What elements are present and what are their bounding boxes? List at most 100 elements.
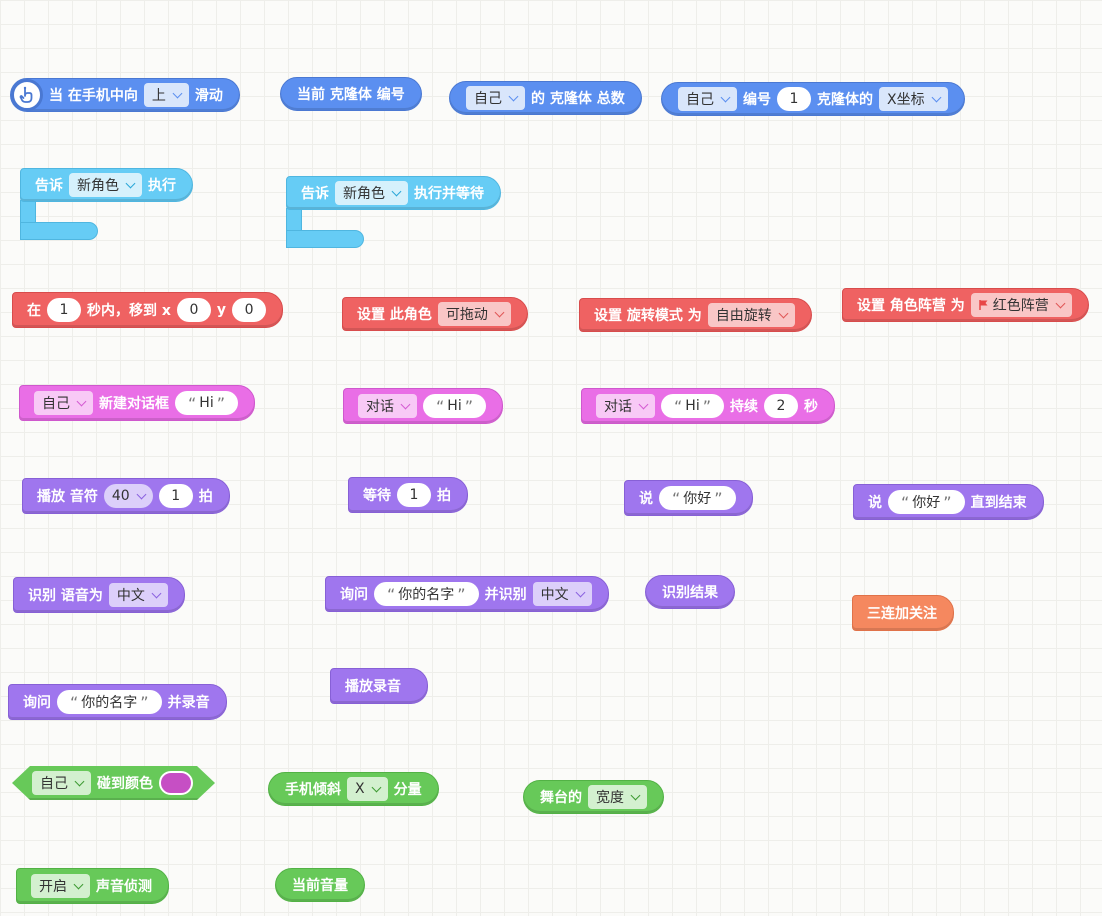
recognition-result-reporter-block[interactable]: 识别结果 [645,575,735,609]
create-dialog-block[interactable]: 自己 新建对话框 “Hi” [19,385,256,421]
sprite-dropdown[interactable]: 自己 [34,391,93,415]
seconds-input[interactable]: 1 [47,298,81,322]
play-recording-block[interactable]: 播放录音 [330,668,428,704]
quote-mark: “ [901,492,910,512]
block-label: 设置 角色阵营 为 [857,298,965,314]
x-input[interactable]: 0 [176,298,211,322]
quote-mark: “ [672,488,681,508]
dropdown-value: 自己 [686,92,714,108]
sprite-dropdown[interactable]: 新角色 [69,173,142,197]
chevron-down-icon [575,587,586,598]
block-label: 直到结束 [970,495,1027,511]
tell-execute-header[interactable]: 告诉 新角色 执行 [20,168,193,202]
sprite-dropdown[interactable]: 自己 [466,86,525,110]
touch-hand-icon [11,79,43,111]
clone-count-reporter-block[interactable]: 自己 的 克隆体 总数 [449,81,642,115]
sprite-dropdown[interactable]: 自己 [32,771,91,795]
quote-mark: “ [436,396,445,416]
seconds-input[interactable]: 2 [764,394,799,418]
block-label: 设置 此角色 [357,307,432,323]
dropdown-value: 上 [151,88,166,104]
toggle-dropdown[interactable]: 开启 [31,874,90,898]
dropdown-value: 新角色 [343,186,385,202]
say-block[interactable]: 说 “你好” [624,480,753,516]
block-label: 并识别 [484,587,527,603]
block-label: 编号 [743,92,771,108]
follow-extension-block[interactable]: 三连加关注 [852,595,954,631]
block-label: 分量 [393,782,422,798]
block-label: 新建对话框 [99,396,169,412]
direction-dropdown[interactable]: 上 [143,83,189,107]
rotation-dropdown[interactable]: 自由旋转 [707,303,795,327]
quote-mark: ” [943,492,952,512]
block-label: 设置 旋转模式 为 [594,308,702,324]
text-value: Hi [447,398,462,414]
color-swatch[interactable] [159,771,193,795]
sprite-dropdown[interactable]: 新角色 [335,181,408,205]
tell-execute-wait-header[interactable]: 告诉 新角色 执行并等待 [286,176,501,210]
clone-property-reporter-block[interactable]: 自己 编号 1 克隆体的 X坐标 [661,82,965,116]
chevron-down-icon [720,92,731,103]
ask-and-recognize-block[interactable]: 询问 “你的名字” 并识别 中文 [325,576,609,612]
clone-id-reporter-block[interactable]: 当前 克隆体 编号 [280,77,422,111]
text-input[interactable]: “Hi” [423,394,487,418]
tell-execute-wait-c-block[interactable]: 告诉 新角色 执行并等待 [286,176,506,250]
quote-mark: ” [140,692,149,712]
text-input[interactable]: “Hi” [661,394,725,418]
sound-detection-block[interactable]: 开启 声音侦测 [16,868,169,904]
chevron-down-icon [400,399,411,410]
block-label: 声音侦测 [96,879,152,895]
block-label: 告诉 [301,186,329,202]
touching-color-boolean-block[interactable]: 自己 碰到颜色 [12,766,215,800]
beats-input[interactable]: 1 [158,484,193,508]
chevron-down-icon [371,782,382,793]
team-dropdown[interactable]: 红色阵营 [970,293,1072,317]
dropdown-value: 自己 [42,396,70,412]
set-team-block[interactable]: 设置 角色阵营 为 红色阵营 [842,288,1089,322]
wait-beats-block[interactable]: 等待 1 拍 [348,477,468,513]
text-input[interactable]: “你的名字” [57,690,162,714]
play-note-block[interactable]: 播放 音符 40 1 拍 [22,478,230,514]
beats-input[interactable]: 1 [397,483,431,507]
phone-tilt-reporter-block[interactable]: 手机倾斜 X 分量 [268,772,439,806]
dropdown-value: 可拖动 [445,307,488,323]
set-rotation-style-block[interactable]: 设置 旋转模式 为 自由旋转 [579,298,812,332]
stage-property-reporter-block[interactable]: 舞台的 宽度 [523,780,664,814]
axis-dropdown[interactable]: X [347,777,388,801]
text-input[interactable]: “你的名字” [374,582,479,606]
recognize-speech-block[interactable]: 识别 语音为 中文 [13,577,185,613]
dialog-dropdown[interactable]: 对话 [596,394,655,418]
current-volume-reporter-block[interactable]: 当前音量 [275,868,365,902]
block-label: 说 [639,491,653,507]
draggable-dropdown[interactable]: 可拖动 [437,302,511,326]
ask-and-record-block[interactable]: 询问 “你的名字” 并录音 [8,684,227,720]
text-input[interactable]: “你好” [888,490,965,514]
clone-id-input[interactable]: 1 [777,87,811,111]
text-input[interactable]: “你好” [659,486,736,510]
glide-to-xy-block[interactable]: 在 1 秒内，移到 x 0 y 0 [12,292,284,328]
chevron-down-icon [494,307,505,318]
when-swipe-hat-block[interactable]: 当 在手机中向 上 滑动 [10,78,240,112]
dialog-text-block[interactable]: 对话 “Hi” [343,388,504,424]
dropdown-value: 对话 [366,399,394,415]
chevron-down-icon [638,399,649,410]
dropdown-value: 中文 [540,587,569,603]
block-label: 当 在手机中向 [49,88,138,104]
y-input[interactable]: 0 [232,298,267,322]
text-input[interactable]: “Hi” [175,391,239,415]
quote-mark: ” [714,488,723,508]
language-dropdown[interactable]: 中文 [532,582,592,606]
dialog-dropdown[interactable]: 对话 [358,394,417,418]
stage-property-dropdown[interactable]: 宽度 [588,785,647,809]
dropdown-value: 自己 [474,91,502,107]
property-dropdown[interactable]: X坐标 [879,87,948,111]
set-draggable-block[interactable]: 设置 此角色 可拖动 [342,297,528,331]
block-label: 的 克隆体 总数 [531,91,625,107]
text-value: 你好 [683,491,712,507]
tell-execute-c-block[interactable]: 告诉 新角色 执行 [20,168,200,242]
language-dropdown[interactable]: 中文 [108,583,168,607]
note-dropdown[interactable]: 40 [103,484,153,508]
dialog-text-timed-block[interactable]: 对话 “Hi” 持续 2 秒 [581,388,836,424]
say-until-done-block[interactable]: 说 “你好” 直到结束 [853,484,1044,520]
sprite-dropdown[interactable]: 自己 [678,87,737,111]
